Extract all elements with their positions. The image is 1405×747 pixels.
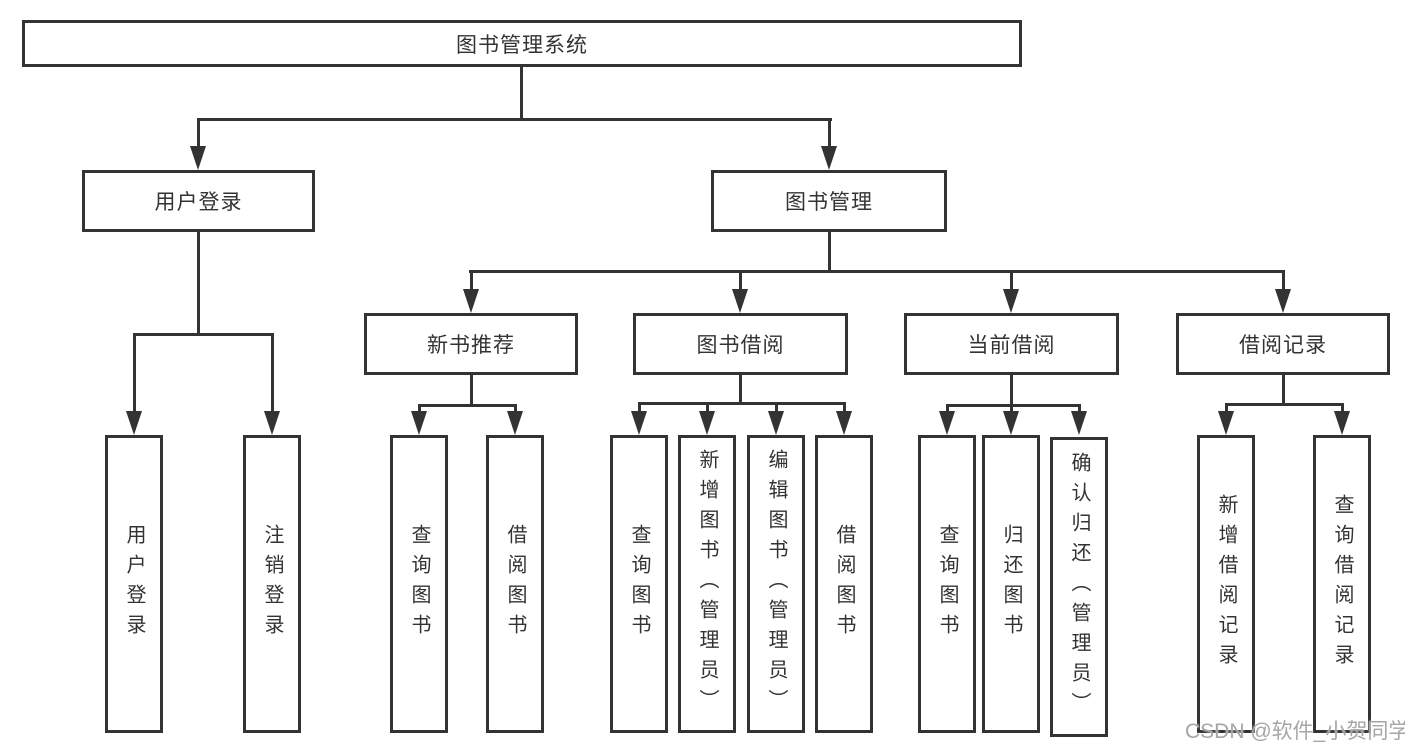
connector-line (197, 118, 200, 148)
arrow-down (1334, 411, 1350, 435)
arrow-down (411, 411, 427, 435)
connector-line (843, 402, 846, 413)
arrow-down (126, 411, 142, 435)
leaf-search-borrow-record: 查询借阅记录 (1313, 435, 1371, 733)
node-book-management: 图书管理 (711, 170, 947, 232)
connector-line (418, 404, 421, 413)
node-label: 归还图书 (1000, 524, 1022, 644)
node-label: 新增借阅记录 (1215, 494, 1237, 674)
arrow-down (732, 289, 748, 313)
arrow-down (1003, 289, 1019, 313)
connector-line (1010, 373, 1013, 406)
connector-line (828, 230, 831, 272)
connector-line (739, 270, 742, 291)
connector-line (469, 270, 1285, 273)
arrow-down (1275, 289, 1291, 313)
connector-line (1282, 373, 1285, 405)
node-label: 当前借阅 (967, 334, 1056, 357)
leaf-add-borrow-record: 新增借阅记录 (1197, 435, 1255, 733)
node-label: 注销登录 (261, 524, 283, 644)
connector-line (133, 333, 274, 336)
connector-line (1010, 270, 1013, 291)
connector-line (739, 373, 742, 404)
node-label: 查询借阅记录 (1331, 494, 1353, 674)
connector-line (1341, 403, 1344, 413)
node-borrow-records: 借阅记录 (1176, 313, 1390, 375)
node-user-login: 用户登录 (82, 170, 315, 232)
connector-line (828, 118, 831, 148)
arrow-down (699, 411, 715, 435)
connector-line (1225, 403, 1344, 406)
leaf-return-books: 归还图书 (982, 435, 1040, 733)
node-label: 图书借阅 (696, 334, 785, 357)
leaf-logout: 注销登录 (243, 435, 301, 733)
connector-line (197, 118, 832, 121)
node-root-library-system: 图书管理系统 (22, 20, 1022, 67)
leaf-edit-books-admin: 编辑图书（管理员） (747, 435, 805, 733)
arrow-down (631, 411, 647, 435)
arrow-down (821, 146, 837, 170)
connector-line (706, 402, 709, 413)
node-new-book-recommend: 新书推荐 (364, 313, 578, 375)
connector-line (775, 402, 778, 413)
arrow-down (768, 411, 784, 435)
arrow-down (836, 411, 852, 435)
node-label: 用户登录 (154, 191, 243, 214)
leaf-borrow-books: 借阅图书 (815, 435, 873, 733)
connector-line (133, 333, 136, 413)
node-current-borrow: 当前借阅 (904, 313, 1119, 375)
leaf-add-books-admin: 新增图书（管理员） (678, 435, 736, 733)
connector-line (470, 373, 473, 406)
connector-line (520, 67, 523, 120)
connector-line (1282, 270, 1285, 291)
leaf-confirm-return-admin: 确认归还（管理员） (1050, 437, 1108, 737)
leaf-search-books: 查询图书 (918, 435, 976, 733)
node-label: 新书推荐 (427, 334, 515, 357)
arrow-down (507, 411, 523, 435)
arrow-down (1003, 411, 1019, 435)
connector-line (1225, 403, 1228, 413)
csdn-watermark: CSDN @软件_小贺同学 (1185, 720, 1405, 743)
node-label: 用户登录 (123, 524, 145, 644)
node-label: 新增图书（管理员） (696, 449, 718, 719)
connector-line (1010, 404, 1013, 413)
node-book-borrow: 图书借阅 (633, 313, 848, 375)
arrow-down (463, 289, 479, 313)
node-label: 借阅记录 (1239, 334, 1327, 357)
node-label: 确认归还（管理员） (1068, 452, 1090, 722)
connector-line (514, 404, 517, 413)
connector-line (470, 270, 473, 291)
node-label: 查询图书 (408, 524, 430, 644)
connector-line (638, 402, 846, 405)
arrow-down (190, 146, 206, 170)
arrow-down (939, 411, 955, 435)
connector-line (418, 404, 517, 407)
node-label: 借阅图书 (833, 524, 855, 644)
node-label: 图书管理 (785, 191, 873, 214)
connector-line (197, 230, 200, 335)
node-label: 借阅图书 (504, 524, 526, 644)
node-label: 查询图书 (628, 524, 650, 644)
arrow-down (1071, 411, 1087, 435)
connector-line (638, 402, 641, 413)
leaf-borrow-books: 借阅图书 (486, 435, 544, 733)
node-label: 编辑图书（管理员） (765, 449, 787, 719)
leaf-search-books: 查询图书 (610, 435, 668, 733)
connector-line (1078, 404, 1081, 413)
arrow-down (264, 411, 280, 435)
leaf-search-books: 查询图书 (390, 435, 448, 733)
connector-line (946, 404, 949, 413)
node-label: 查询图书 (936, 524, 958, 644)
arrow-down (1218, 411, 1234, 435)
leaf-user-login: 用户登录 (105, 435, 163, 733)
connector-line (946, 404, 1081, 407)
connector-line (271, 333, 274, 413)
node-label: 图书管理系统 (456, 33, 588, 57)
